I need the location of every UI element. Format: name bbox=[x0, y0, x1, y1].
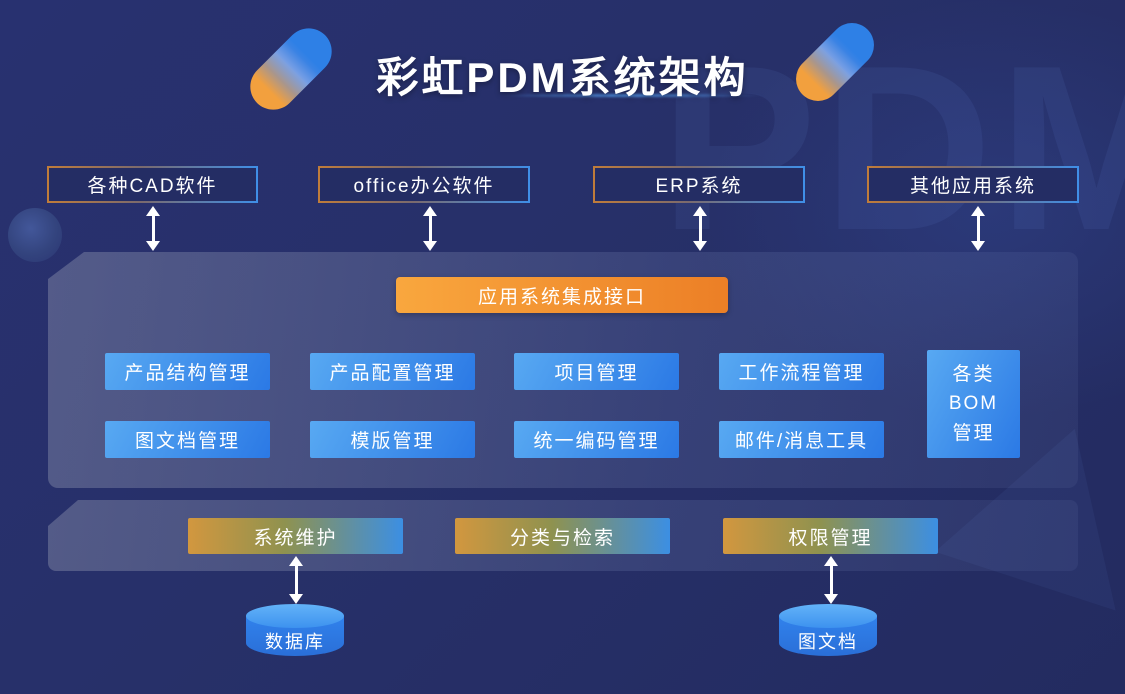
arrowhead-up-icon bbox=[423, 206, 437, 216]
arrow-shaft bbox=[698, 216, 702, 241]
arrow-shaft bbox=[151, 216, 155, 241]
arrowhead-up-icon bbox=[289, 556, 303, 566]
arrowhead-down-icon bbox=[289, 594, 303, 604]
double-arrow-icon bbox=[145, 206, 161, 251]
module-product-structure: 产品结构管理 bbox=[105, 353, 270, 390]
arrow-shaft bbox=[829, 566, 833, 594]
page-title: 彩虹PDM系统架构 bbox=[376, 54, 749, 101]
double-arrow-icon bbox=[422, 206, 438, 251]
title-glow-line bbox=[480, 93, 780, 98]
arrow-shaft bbox=[428, 216, 432, 241]
storage-label: 图文档 bbox=[798, 632, 858, 652]
arrowhead-down-icon bbox=[423, 241, 437, 251]
double-arrow-icon bbox=[970, 206, 986, 251]
module-project-mgmt: 项目管理 bbox=[514, 353, 679, 390]
service-permission-mgmt: 权限管理 bbox=[723, 518, 938, 554]
pdm-watermark: PDM bbox=[660, 16, 1125, 279]
module-workflow: 工作流程管理 bbox=[719, 353, 884, 390]
arrow-shaft bbox=[976, 216, 980, 241]
cylinder-top bbox=[779, 604, 877, 628]
module-mail-message: 邮件/消息工具 bbox=[719, 421, 884, 458]
service-classification-search: 分类与检索 bbox=[455, 518, 670, 554]
double-arrow-icon bbox=[823, 556, 839, 604]
sphere-decoration bbox=[8, 208, 62, 262]
arrowhead-up-icon bbox=[824, 556, 838, 566]
external-system-cad: 各种CAD软件 bbox=[47, 166, 258, 203]
arrowhead-down-icon bbox=[971, 241, 985, 251]
external-system-other: 其他应用系统 bbox=[867, 166, 1079, 203]
double-arrow-icon bbox=[288, 556, 304, 604]
arrow-shaft bbox=[294, 566, 298, 594]
module-template-mgmt: 模版管理 bbox=[310, 421, 475, 458]
external-system-erp: ERP系统 bbox=[593, 166, 805, 203]
cylinder-top bbox=[246, 604, 344, 628]
service-system-maintenance: 系统维护 bbox=[188, 518, 403, 554]
module-product-config: 产品配置管理 bbox=[310, 353, 475, 390]
arrowhead-up-icon bbox=[971, 206, 985, 216]
database-cylinder-icon: 数据库 bbox=[246, 604, 344, 658]
double-arrow-icon bbox=[692, 206, 708, 251]
arrowhead-down-icon bbox=[693, 241, 707, 251]
arrowhead-up-icon bbox=[146, 206, 160, 216]
arrowhead-down-icon bbox=[146, 241, 160, 251]
storage-label: 数据库 bbox=[265, 632, 325, 652]
integration-interface-box: 应用系统集成接口 bbox=[396, 277, 728, 313]
external-system-office: office办公软件 bbox=[318, 166, 530, 203]
arrowhead-up-icon bbox=[693, 206, 707, 216]
module-bom-mgmt: 各类 BOM 管理 bbox=[927, 350, 1020, 458]
module-doc-mgmt: 图文档管理 bbox=[105, 421, 270, 458]
document-store-cylinder-icon: 图文档 bbox=[779, 604, 877, 658]
module-coding-mgmt: 统一编码管理 bbox=[514, 421, 679, 458]
arrowhead-down-icon bbox=[824, 594, 838, 604]
